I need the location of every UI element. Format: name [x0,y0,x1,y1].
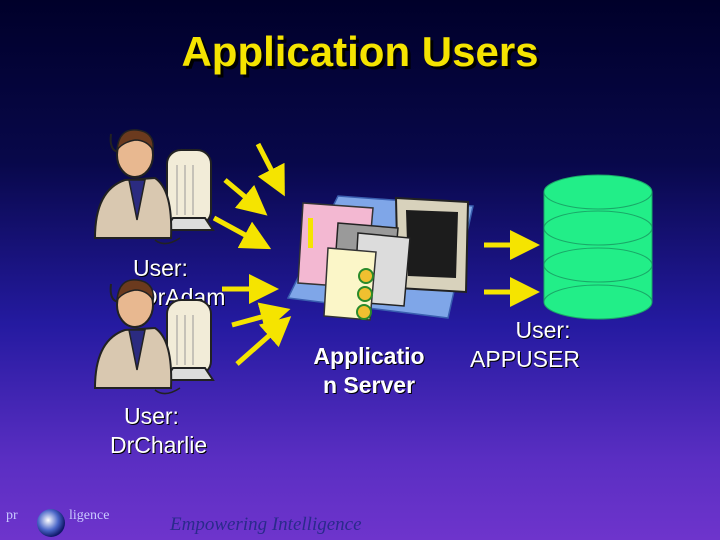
user-drCharlie-label-line2: DrCharlie [110,432,208,458]
application-server-icon [286,195,474,321]
user-drCharlie-icon [93,279,215,395]
user-drCharlie-label-line1: User: [124,403,179,429]
arrow-1 [255,142,285,197]
user-drAdam-label: User: DrAdam [133,254,253,312]
arrow-2 [223,178,268,216]
server-label-line1: Applicatio [313,343,425,369]
footer-tagline: Empowering Intelligence [170,514,362,535]
server-label-line2: n Server [322,372,416,398]
user-drAdam-label-line1: User: [133,255,188,281]
db-user-label-line2: APPUSER [470,346,580,372]
server-label: Applicatio n Server [305,342,433,400]
company-logo-icon [37,509,65,537]
arrow-5 [231,302,291,332]
user-drCharlie-label: User: DrCharlie [110,402,250,460]
arrow-6 [235,316,292,366]
slide-title: Application Users [181,28,539,75]
arrow-3 [212,215,272,250]
user-drAdam-icon [93,129,215,245]
footer-left-text: pr [6,508,18,523]
database-cylinder-icon [543,174,653,320]
db-user-label-line1: User: [515,317,571,343]
footer-middle-text: ligence [69,508,110,523]
db-user-label: User: APPUSER [445,316,605,374]
